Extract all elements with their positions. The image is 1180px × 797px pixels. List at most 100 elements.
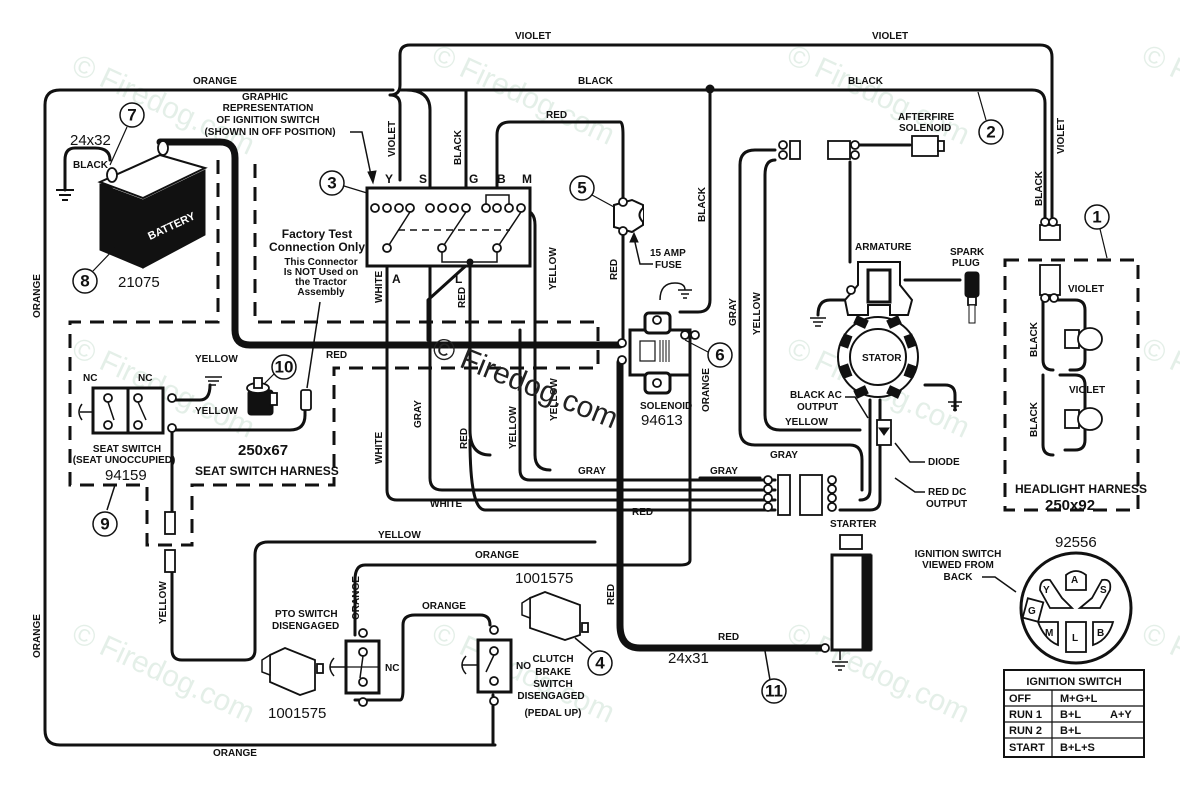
svg-text:4: 4 — [595, 654, 605, 673]
wire-label: YELLOW — [508, 406, 519, 449]
wire-label: YELLOW — [158, 581, 169, 624]
black-ac-label-2: OUTPUT — [797, 402, 838, 413]
headlight-harness: HEADLIGHT HARNESS 250x92 — [1015, 217, 1147, 514]
wire-label: ORANGE — [475, 550, 519, 561]
wire-label: GRAY — [770, 450, 798, 461]
solenoid-part: 94613 — [641, 412, 683, 429]
svg-text:Factory Test: Factory Test — [282, 227, 352, 241]
black-ac-label: BLACK AC — [790, 390, 842, 401]
svg-text:8: 8 — [80, 272, 89, 291]
clutch-no: NO — [516, 661, 531, 672]
harness-boundaries — [68, 160, 1140, 547]
headlight-connector-female — [1039, 264, 1061, 296]
wire-label: VIOLET — [515, 31, 551, 42]
ignition-switch-graphic: Y S G B M A L GRAPHIC REPRESENTATION OF … — [204, 92, 532, 286]
ignition-part-number: 92556 — [1055, 534, 1097, 551]
wire-label: BLACK — [1029, 401, 1040, 437]
svg-text:6: 6 — [715, 346, 724, 365]
svg-text:M+G+L: M+G+L — [1060, 693, 1098, 705]
wire-label: RED — [457, 287, 468, 308]
wire-label: VIOLET — [1056, 118, 1067, 154]
wire-red-l — [468, 258, 492, 457]
wire-label: ORANGE — [193, 76, 237, 87]
battery-terminal-negative — [106, 167, 118, 183]
wire-label: ORANGE — [213, 748, 257, 759]
wire-red-starter — [616, 358, 829, 652]
wire-label: ORANGE — [32, 614, 43, 658]
wire-label: VIOLET — [872, 31, 908, 42]
svg-text:BRAKE: BRAKE — [535, 667, 571, 678]
table-title: IGNITION SWITCH — [1026, 676, 1121, 688]
wire-stator-dc — [838, 398, 882, 512]
pto-switch: NC PTO SWITCH DISENGAGED 1001575 — [261, 609, 399, 722]
battery-cable-number: 24x32 — [70, 132, 111, 149]
solenoid-label: SOLENOID — [640, 401, 692, 412]
watermark: © Firedog.com — [67, 616, 260, 729]
seat-connector — [164, 511, 176, 535]
spark-plug: SPARK PLUG — [950, 247, 985, 324]
engine-harness-connector — [763, 474, 837, 516]
wire-violet-top — [388, 43, 1054, 227]
wire-label: BLACK — [1034, 170, 1045, 206]
arrow-head — [367, 170, 377, 185]
watermark: © Firedog.com — [782, 616, 975, 729]
pto-nc: NC — [385, 663, 399, 674]
ign-terminal-g: G — [1028, 606, 1036, 617]
seat-connector-mate — [164, 549, 176, 573]
callout-7: 7 — [109, 102, 145, 166]
factory-test-note: Factory Test Connection Only This Connec… — [269, 227, 365, 411]
svg-text:Assembly: Assembly — [297, 287, 345, 298]
wire-white-a — [385, 246, 777, 502]
table-row: RUN 2 B+L — [1009, 725, 1081, 737]
wire-label: GRAY — [413, 400, 424, 428]
svg-text:DISENGAGED: DISENGAGED — [517, 691, 584, 702]
wire-label: WHITE — [374, 431, 385, 464]
wire-orange-solenoid — [353, 343, 692, 637]
wire-l-diagonal — [426, 260, 472, 342]
table-row: START B+L+S — [1009, 742, 1095, 754]
afterfire-label-2: SOLENOID — [899, 123, 951, 134]
headlight-connector-male — [1039, 224, 1061, 241]
wire-label: GRAY — [710, 466, 738, 477]
wire-red-battery — [156, 138, 624, 349]
wire-label: ORANGE — [422, 601, 466, 612]
wire-gray — [428, 258, 777, 492]
ground-symbol — [205, 376, 222, 386]
svg-text:SWITCH: SWITCH — [533, 679, 572, 690]
wire-yellow-left — [170, 540, 597, 662]
wire-label: WHITE — [374, 270, 385, 303]
svg-text:BACK: BACK — [944, 572, 974, 583]
wire-label: RED — [459, 428, 470, 449]
headlight-harness-part: 250x92 — [1045, 497, 1095, 514]
wire-orange-clutch — [353, 613, 492, 702]
wire-label: BLACK — [578, 76, 614, 87]
wire-label: RED — [609, 259, 620, 280]
wire-label: YELLOW — [785, 417, 828, 428]
terminal-m: M — [522, 172, 532, 186]
pto-label-2: DISENGAGED — [272, 621, 339, 632]
svg-text:9: 9 — [100, 515, 109, 534]
terminal-s: S — [419, 172, 427, 186]
wire-label: YELLOW — [548, 247, 559, 290]
leader-line — [306, 301, 321, 389]
wire-label: GRAY — [728, 298, 739, 326]
switch-contacts — [388, 194, 522, 263]
terminal-y: Y — [385, 172, 393, 186]
ign-terminal-s: S — [1100, 585, 1107, 596]
seat-switch-label: SEAT SWITCH — [93, 444, 161, 455]
fuse: 15 AMP FUSE — [613, 197, 692, 301]
wire-label: BLACK — [1029, 321, 1040, 357]
wire-label: YELLOW — [378, 530, 421, 541]
battery-part-number: 21075 — [118, 274, 160, 291]
harness-main-boundary — [68, 160, 600, 547]
callout-8: 8 — [72, 247, 116, 294]
callout-9: 9 — [92, 511, 118, 537]
headlight-harness-boundary — [1003, 258, 1140, 512]
callouts: 1 2 3 4 5 6 7 8 9 10 11 — [72, 91, 1110, 704]
factory-test-connector — [300, 389, 312, 411]
wire-label: ORANGE — [351, 576, 362, 620]
battery: BATTERY 21075 24x32 — [56, 132, 208, 291]
clutch-label: CLUTCH — [532, 654, 573, 665]
